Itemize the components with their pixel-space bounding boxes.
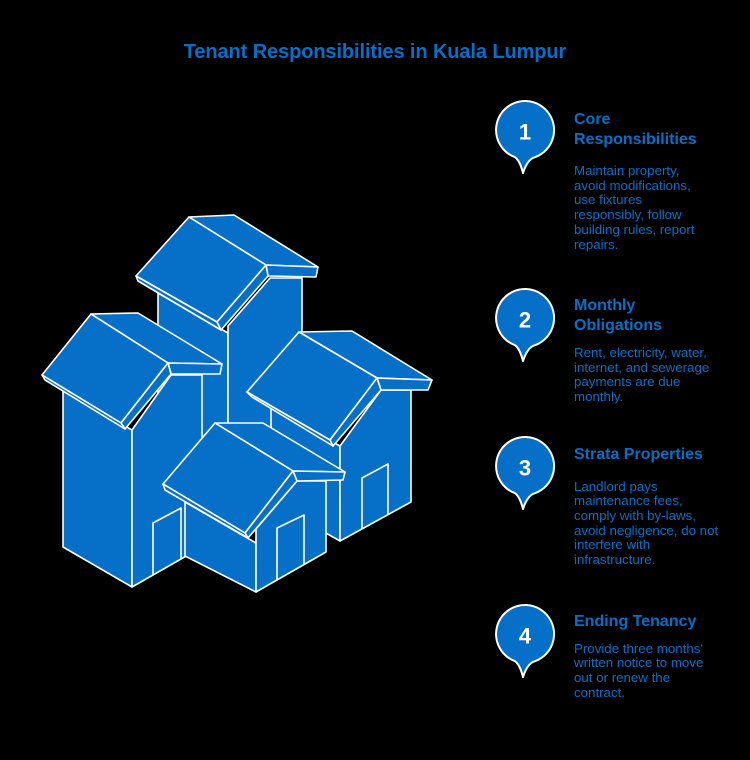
item-heading-line: Strata Properties: [574, 446, 703, 463]
item-description-line: Landlord pays: [574, 478, 658, 494]
item-description-line: responsibly, follow: [574, 207, 682, 223]
item-description-line: monthly.: [574, 389, 624, 405]
item-heading: Monthly Obligations: [574, 296, 744, 337]
item-description-line: Maintain property,: [574, 163, 680, 178]
item-heading: Ending Tenancy: [574, 612, 744, 633]
step-number: 1: [519, 120, 531, 145]
item-description: Provide three months' written notice to …: [574, 640, 744, 701]
item-description-line: infrastructure.: [574, 552, 656, 568]
step-number: 3: [519, 456, 531, 481]
door-icon: [152, 507, 182, 575]
item-description-line: avoid modifications,: [574, 177, 691, 193]
item-description-line: written notice to move: [574, 655, 704, 671]
item-heading: Core Responsibilities: [574, 110, 744, 151]
item-description-line: comply with by-laws,: [574, 507, 696, 523]
location-pin-icon: 4: [495, 604, 555, 678]
door-icon: [361, 463, 389, 529]
item-description-line: maintenance fees,: [574, 493, 683, 509]
item-description-line: avoid negligence, do not: [574, 522, 719, 538]
item-description: Landlord pays maintenance fees, comply w…: [574, 478, 744, 568]
item-description-line: payments are due: [574, 374, 681, 390]
item-description-line: repairs.: [574, 236, 619, 252]
location-pin-icon: 2: [495, 288, 555, 362]
item-heading: Strata Properties: [574, 445, 744, 466]
front-house-icon: [162, 422, 346, 593]
item-description-line: Rent, electricity, water,: [574, 345, 707, 360]
page-title: Tenant Responsibilities in Kuala Lumpur: [183, 41, 567, 63]
item-description-line: interfere with: [574, 537, 651, 553]
item-description-line: contract.: [574, 684, 625, 700]
item-description-line: internet, and sewerage: [574, 359, 710, 375]
step-number: 2: [519, 308, 531, 333]
door-icon: [276, 514, 305, 580]
item-description: Maintain property, avoid modifications, …: [574, 163, 744, 252]
step-number: 4: [519, 624, 532, 649]
item-description-line: Provide three months': [574, 640, 703, 656]
houses-illustration-icon: [41, 214, 433, 593]
item-description-line: building rules, report: [574, 221, 695, 237]
item-heading-line: Ending Tenancy: [574, 612, 697, 630]
location-pin-icon: 1: [495, 100, 555, 174]
item-description: Rent, electricity, water, internet, and …: [574, 345, 744, 405]
location-pin-icon: 3: [495, 436, 555, 510]
item-heading-line: Monthly: [574, 296, 636, 314]
item-heading-line: Responsibilities: [574, 131, 697, 148]
item-heading-line: Obligations: [574, 317, 662, 334]
item-description-line: out or renew the: [574, 669, 671, 685]
item-description-line: use fixtures: [574, 192, 642, 208]
item-heading-line: Core: [574, 110, 611, 128]
